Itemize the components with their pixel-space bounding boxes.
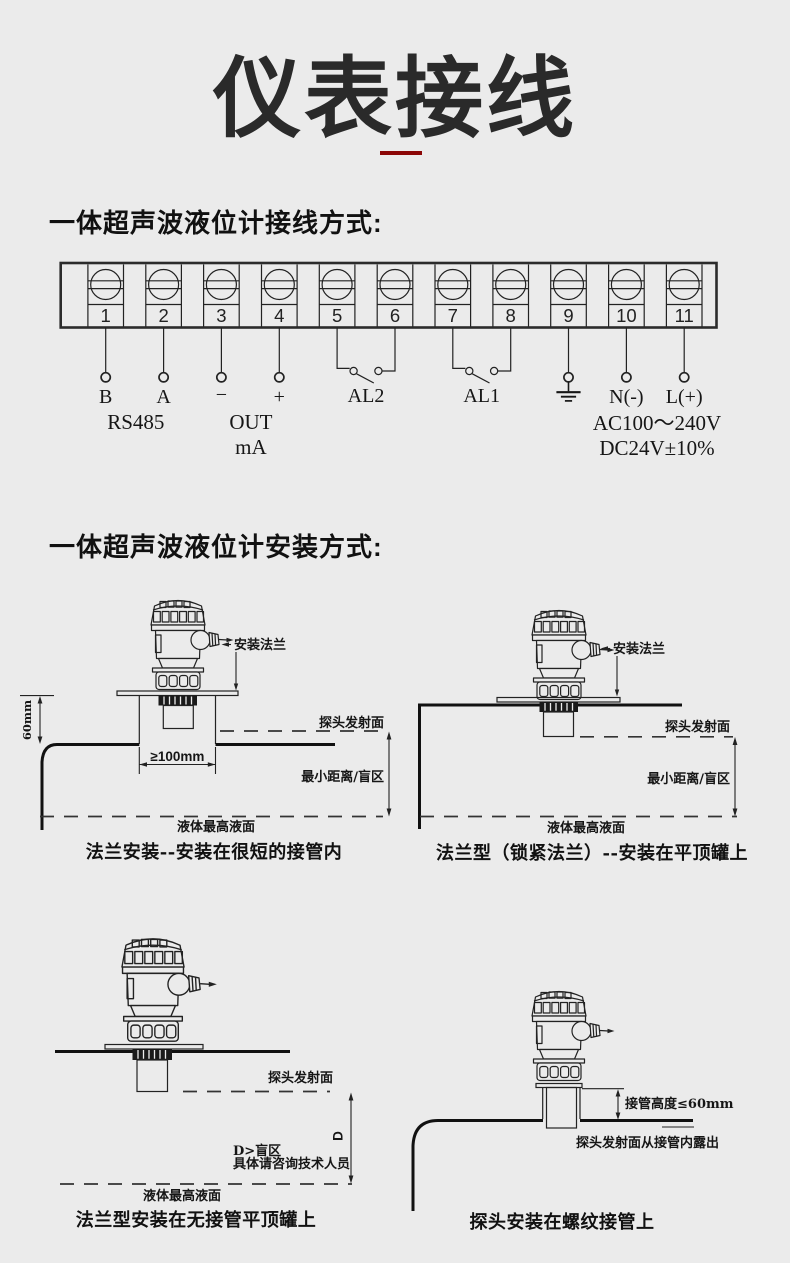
ultrasonic-sensor-icon [531,990,616,1082]
earth-ground-icon [556,381,581,402]
blind-zone-note-line1: D>盲区 [233,1143,281,1159]
diagram-threaded-nozzle: 接管高度≤60mm 探头发射面从接管内露出 探头安装在螺纹接管上 [411,990,734,1233]
threaded-collar [132,1049,172,1060]
terminal-number: 8 [506,305,516,326]
nozzle-walls [542,1087,581,1119]
probe-cylinder [542,711,575,738]
installation-diagrams: 60mm ≥100mm 探头发射面 最小距离/盲区 液体最高液面 安装法兰 [20,599,748,1233]
terminal-number: 10 [616,305,637,326]
terminal-number: 1 [101,305,111,326]
blind-zone-dimension: D [331,1092,354,1184]
nozzle-height-dimension: 60mm [20,695,54,744]
terminal-numbers: 1 2 3 4 5 6 7 8 9 10 11 [101,305,694,326]
terminal-number: 5 [332,305,342,326]
threaded-collar [539,702,578,712]
diagram-flange-no-nozzle: 探头发射面 D D>盲区 具体请咨询技术人员 液体最高液面 法兰型安装在无接管平… [55,938,354,1231]
probe-face-label: 探头发射面 [319,715,384,731]
terminal-number: 6 [390,305,400,326]
tank-top-left [418,703,540,829]
blind-zone-note-line2: 具体请咨询技术人员 [233,1156,350,1172]
pin-label-n: N(-) [609,386,643,408]
max-level-label: 液体最高液面 [547,820,625,836]
nozzle-height-label: 60mm [20,700,34,740]
terminal-number: 7 [448,305,458,326]
ultrasonic-sensor-icon [531,609,616,701]
pin-label-minus: − [216,384,227,406]
nozzle-walls [138,695,217,744]
ma-label: mA [235,435,267,459]
threaded-collar [158,695,197,706]
probe-face-label: 探头发射面 [268,1070,333,1086]
terminal-strip-outline [59,261,718,329]
max-level-label: 液体最高液面 [143,1188,221,1204]
nozzle-height-label: 接管高度≤60mm [625,1096,734,1112]
mounting-flange-plate [104,1043,204,1050]
probe-face-label: 探头发射面 [665,719,730,735]
pin-label-l: L(+) [666,386,703,408]
out-label: OUT [229,410,272,434]
min-distance-label: 最小距离/盲区 [647,771,730,787]
d-dimension-label: D [331,1131,346,1141]
terminal-number: 11 [675,305,694,326]
title-divider [380,151,422,155]
group-labels: RS485 OUT mA AC100～240V DC24V±10% [107,410,721,460]
nozzle-height-dimension [582,1088,624,1120]
relay-contact-al2 [336,327,396,384]
flange-callout: 安装法兰 [600,641,665,697]
probe-cylinder [136,1059,169,1093]
pin-label-al1: AL1 [463,385,500,407]
probe-cylinder [162,704,194,730]
terminal-number: 4 [274,305,284,326]
tank-shoulder-left [411,1119,543,1211]
pin-label-a: A [156,386,171,408]
tank-top-left [40,743,140,830]
probe-cylinder [545,1086,578,1129]
terminal-number: 9 [563,305,573,326]
dc-supply-label: DC24V±10% [599,436,714,460]
diagram-caption: 法兰型（锁紧法兰）--安装在平顶罐上 [436,842,748,864]
diagram-flange-short-nozzle: 60mm ≥100mm 探头发射面 最小距离/盲区 液体最高液面 安装法兰 [20,599,392,863]
mounting-flange-plate [116,690,239,697]
install-section-heading: 一体超声波液位计安装方式: [49,532,383,562]
ac-supply-label: AC100～240V [593,411,721,435]
max-level-label: 液体最高液面 [177,819,255,835]
probe-protrusion-note: 探头发射面从接管内露出 [576,1135,719,1151]
terminal-block-diagram: 1 2 3 4 5 6 7 8 9 10 11 [59,261,721,460]
blind-zone-dimension [386,731,392,817]
diagram-locking-flange-flat-top: 探头发射面 最小距离/盲区 液体最高液面 安装法兰 法兰型（锁紧法兰）--安装在… [418,609,748,864]
pin-labels: B A − + AL2 AL1 N(-) L(+) [99,384,703,408]
blind-zone-dimension [732,737,738,817]
pin-label-al2: AL2 [348,385,385,407]
pin-label-plus: + [274,386,285,408]
flange-label: 安装法兰 [234,637,286,653]
diagram-caption: 法兰型安装在无接管平顶罐上 [76,1209,317,1231]
nozzle-width-label: ≥100mm [150,749,204,764]
terminal-number: 2 [158,305,168,326]
ultrasonic-sensor-icon [150,599,235,691]
nozzle-width-dimension: ≥100mm [138,747,217,774]
page-title: 仪表接线 [212,49,577,148]
min-distance-label: 最小距离/盲区 [301,769,384,785]
pin-label-b: B [99,386,112,408]
relay-contact-al1 [452,327,512,384]
terminal-number: 3 [216,305,226,326]
diagram-caption: 法兰安装--安装在很短的接管内 [86,841,342,863]
ultrasonic-sensor-icon [121,938,218,1042]
rs485-label: RS485 [107,410,164,434]
wiring-section-heading: 一体超声波液位计接线方式: [49,208,383,238]
diagram-caption: 探头安装在螺纹接管上 [470,1211,655,1233]
flange-callout: 安装法兰 [221,637,286,691]
flange-label: 安装法兰 [613,641,665,657]
